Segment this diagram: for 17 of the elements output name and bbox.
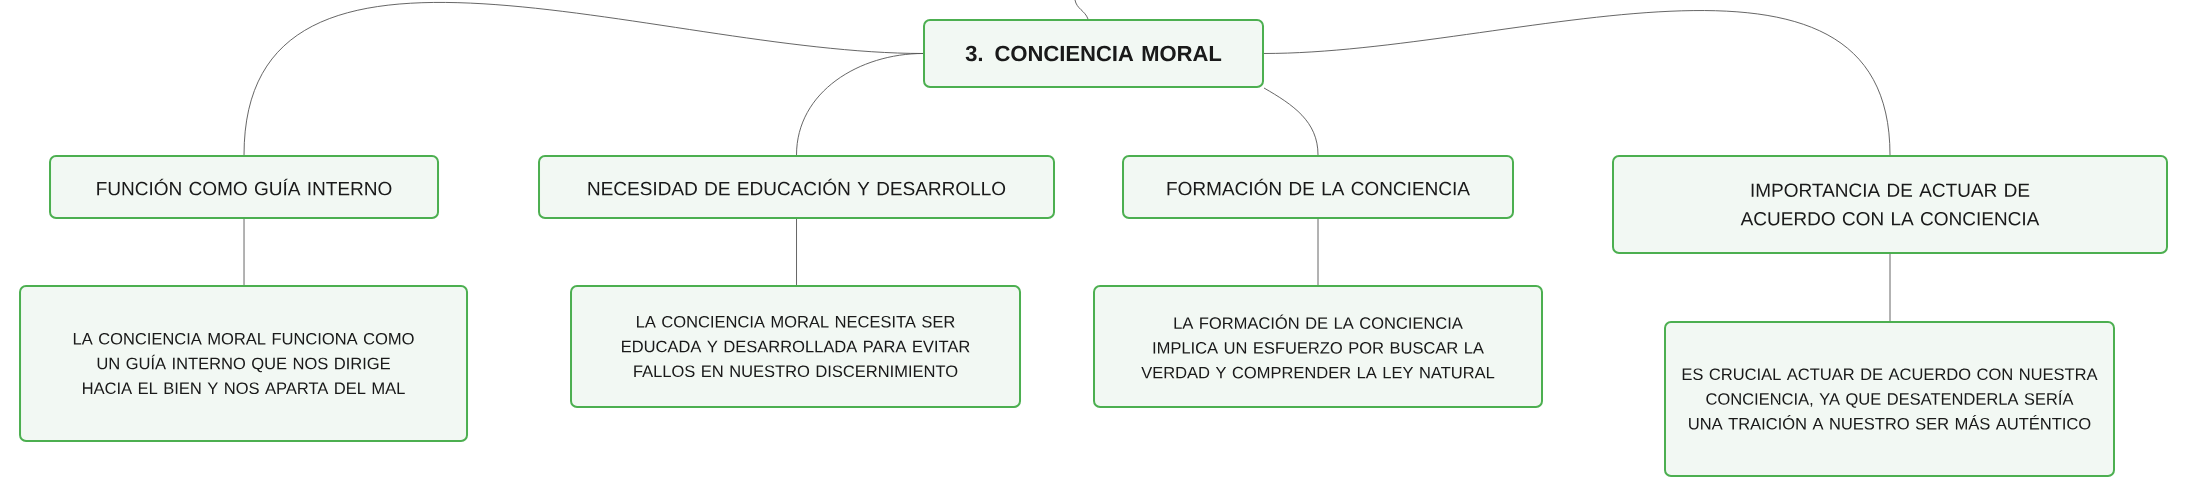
connector-line — [1889, 253, 1891, 322]
topic-box: FORMACIÓN DE LA CONCIENCIA — [1122, 155, 1514, 219]
connector-line — [1263, 87, 1319, 156]
connector-line — [1263, 10, 1891, 156]
description-box: LA CONCIENCIA MORAL NECESITA SER EDUCADA Y DESARROLLADA PARA EVITAR FALLOS EN NUESTRO DISCERNIMIENTO — [570, 285, 1021, 408]
description-box: ES CRUCIAL ACTUAR DE ACUERDO CON NUESTRA CONCIENCIA, YA QUE DESATENDERLA SERÍA UNA TRAICIÓN A NUESTRO SER MÁS AUTÉNTICO — [1664, 321, 2115, 477]
connector-line — [1074, 0, 1089, 20]
connector-line — [796, 53, 924, 156]
connector-line — [243, 218, 245, 286]
description-box: LA FORMACIÓN DE LA CONCIENCIA IMPLICA UN ESFUERZO POR BUSCAR LA VERDAD Y COMPRENDER LA LEY NATURAL — [1093, 285, 1543, 408]
topic-box: IMPORTANCIA DE ACTUAR DE ACUERDO CON LA CONCIENCIA — [1612, 155, 2168, 254]
connector-line — [796, 218, 797, 286]
topic-box: FUNCIÓN COMO GUÍA INTERNO — [49, 155, 439, 219]
description-box: LA CONCIENCIA MORAL FUNCIONA COMO UN GUÍA INTERNO QUE NOS DIRIGE HACIA EL BIEN Y NOS APARTA DEL MAL — [19, 285, 468, 442]
connector-line — [1317, 218, 1319, 286]
title-box: 3. CONCIENCIA MORAL — [923, 19, 1264, 88]
topic-box: NECESIDAD DE EDUCACIÓN Y DESARROLLO — [538, 155, 1055, 219]
